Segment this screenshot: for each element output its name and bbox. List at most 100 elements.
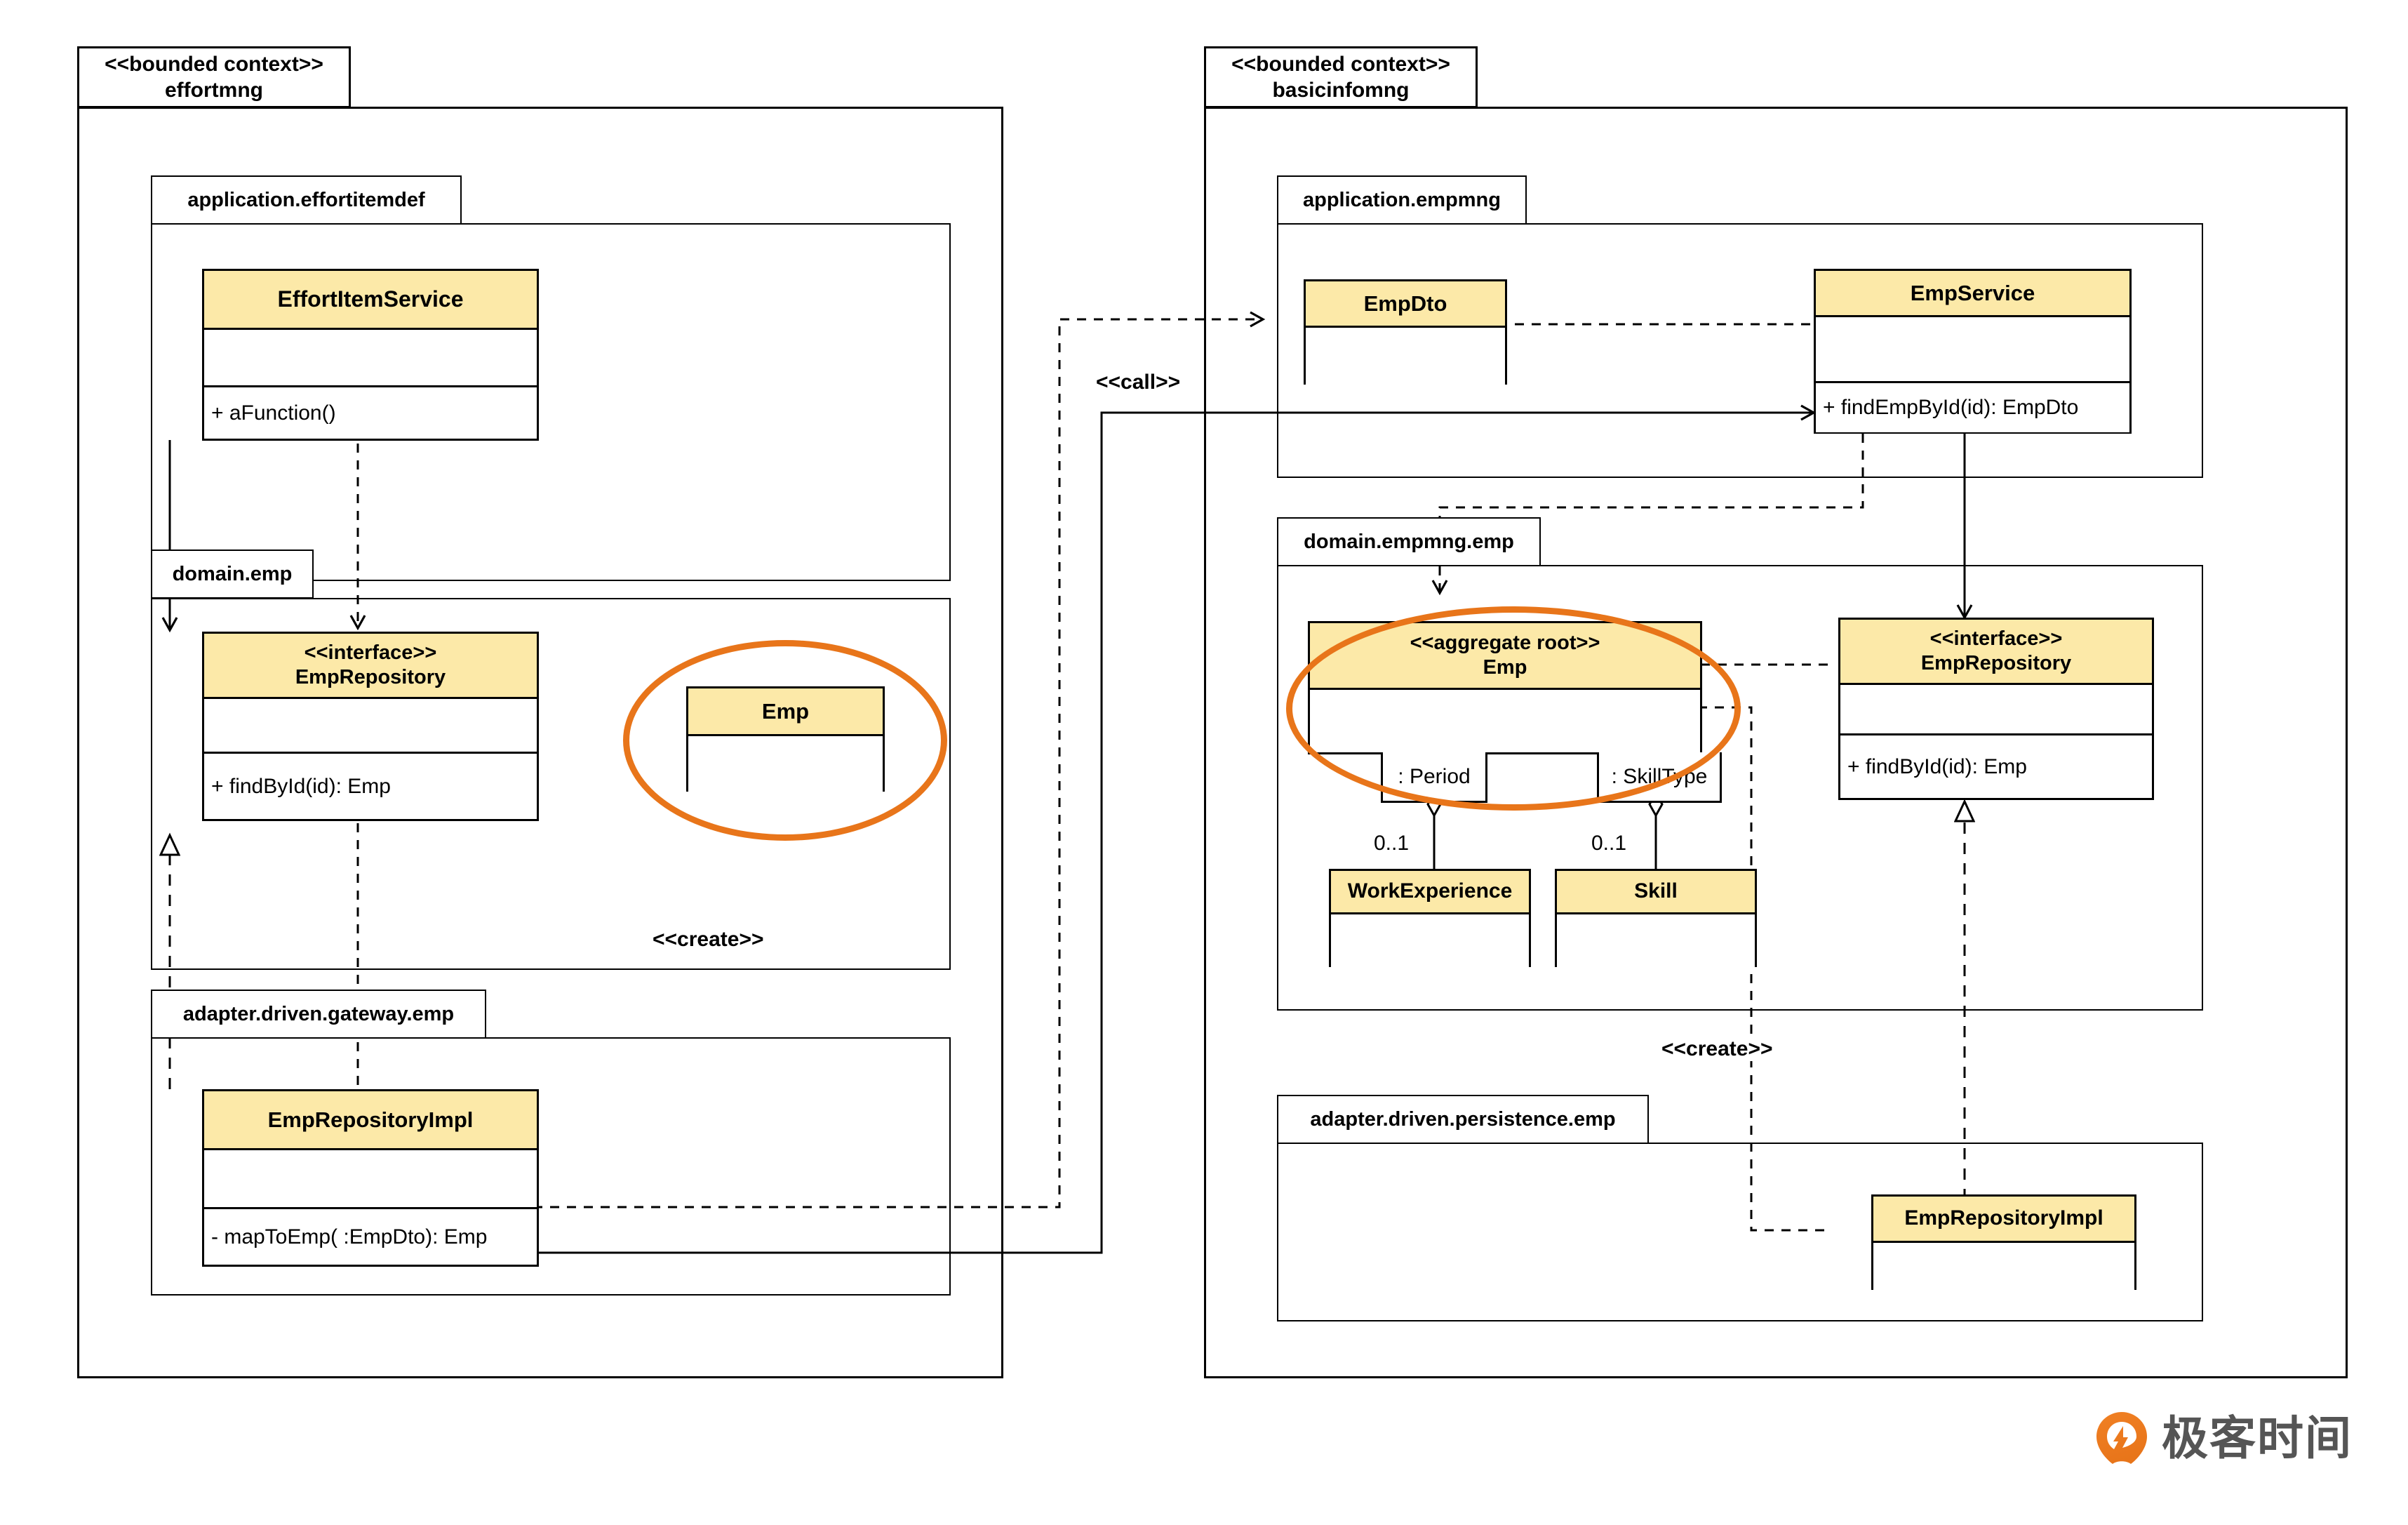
class-empservice-operation-0: + findEmpById(id): EmpDto <box>1823 396 2079 419</box>
edge-label-call: <<call>> <box>1096 371 1181 394</box>
package-adapter-driven-gateway-emp[interactable] <box>151 1037 951 1296</box>
class-emprepository-right-operation-0: + findById(id): Emp <box>1847 754 2027 778</box>
package-domain-empmng-emp-tab[interactable]: domain.empmng.emp <box>1277 517 1541 566</box>
package-application-empmng-label: application.empmng <box>1303 188 1501 211</box>
multiplicity-period-text: 0..1 <box>1374 832 1410 855</box>
role-box-period-label: : Period <box>1398 764 1471 788</box>
class-empservice-header: EmpService <box>1816 271 2129 317</box>
class-emprepository-right-header: <<interface>> EmpRepository <box>1840 620 2152 685</box>
class-emprepository-left-operations: + findById(id): Emp <box>204 754 537 819</box>
class-emprepositoryimpl-left-attributes <box>204 1150 537 1209</box>
geektime-logo-text: 极客时间 <box>2162 1412 2353 1464</box>
class-emprepository-right-stereotype: <<interface>> <box>1929 627 2063 650</box>
class-emp-left-attributes <box>688 736 883 792</box>
bounded-context-basicinfomng[interactable] <box>1204 107 2348 1378</box>
class-workexperience[interactable]: WorkExperience <box>1329 869 1531 967</box>
class-skill-attributes <box>1557 914 1755 967</box>
class-emprepository-left-operation-0: + findById(id): Emp <box>211 774 391 798</box>
class-effortitemservice[interactable]: EffortItemService + aFunction() <box>202 269 539 441</box>
package-adapter-driven-persistence-emp-tab[interactable]: adapter.driven.persistence.emp <box>1277 1095 1649 1144</box>
class-emprepositoryimpl-left[interactable]: EmpRepositoryImpl - mapToEmp( :EmpDto): … <box>202 1089 539 1267</box>
class-emprepository-right-operations: + findById(id): Emp <box>1840 735 2152 798</box>
class-emprepositoryimpl-left-operations: - mapToEmp( :EmpDto): Emp <box>204 1209 537 1265</box>
class-emp-aggregate-root-stereotype: <<aggregate root>> <box>1410 631 1600 654</box>
geektime-logo-mark <box>2094 1411 2149 1465</box>
class-empservice-attributes <box>1816 317 2129 383</box>
class-effortitemservice-name: EffortItemService <box>277 286 464 312</box>
bounded-context-basicinfomng-stereotype: <<bounded context>> <box>1231 52 1450 76</box>
bounded-context-basicinfomng-name: basicinfomng <box>1272 79 1410 102</box>
class-emp-left-header: Emp <box>688 688 883 736</box>
multiplicity-period: 0..1 <box>1374 832 1410 855</box>
package-domain-emp-tab[interactable]: domain.emp <box>151 550 314 599</box>
package-application-effortitemdef[interactable] <box>151 223 951 581</box>
bounded-context-effortmng-tab[interactable]: <<bounded context>> effortmng <box>77 46 351 108</box>
multiplicity-skilltype: 0..1 <box>1591 832 1627 855</box>
class-emprepositoryimpl-left-header: EmpRepositoryImpl <box>204 1091 537 1150</box>
class-effortitemservice-operation-0: + aFunction() <box>211 401 336 425</box>
edge-label-create-left-text: <<create>> <box>653 928 764 951</box>
class-workexperience-header: WorkExperience <box>1331 871 1529 914</box>
class-emprepositoryimpl-right-attributes <box>1873 1243 2134 1290</box>
bounded-context-effortmng[interactable] <box>77 107 1003 1378</box>
role-box-skilltype[interactable]: : SkillType <box>1597 752 1722 803</box>
multiplicity-skilltype-text: 0..1 <box>1591 832 1627 855</box>
role-box-skilltype-label: : SkillType <box>1611 764 1708 788</box>
class-workexperience-attributes <box>1331 914 1529 967</box>
class-empdto-name: EmpDto <box>1363 291 1447 316</box>
package-application-effortitemdef-tab[interactable]: application.effortitemdef <box>151 175 462 225</box>
class-emprepository-left-stereotype: <<interface>> <box>304 641 437 664</box>
package-domain-emp[interactable] <box>151 598 951 970</box>
package-adapter-driven-persistence-emp[interactable] <box>1277 1143 2203 1321</box>
package-domain-empmng-emp[interactable] <box>1277 565 2203 1011</box>
bounded-context-basicinfomng-tab[interactable]: <<bounded context>> basicinfomng <box>1204 46 1478 108</box>
class-emprepositoryimpl-right-name: EmpRepositoryImpl <box>1904 1206 2103 1230</box>
class-skill-header: Skill <box>1557 871 1755 914</box>
class-effortitemservice-attributes <box>204 330 537 387</box>
class-emp-aggregate-root[interactable]: <<aggregate root>> Emp <box>1308 621 1702 754</box>
class-emprepository-left-attributes <box>204 699 537 754</box>
package-application-empmng[interactable] <box>1277 223 2203 478</box>
class-empdto[interactable]: EmpDto <box>1304 279 1507 385</box>
bounded-context-effortmng-stereotype: <<bounded context>> <box>105 52 323 76</box>
edge-label-create-right-text: <<create>> <box>1661 1037 1773 1060</box>
class-emprepository-right-name: EmpRepository <box>1920 652 2072 674</box>
class-emprepositoryimpl-right-header: EmpRepositoryImpl <box>1873 1197 2134 1243</box>
class-emprepository-left[interactable]: <<interface>> EmpRepository + findById(i… <box>202 632 539 821</box>
edge-emprepositoryimpl-calls-empservice <box>247 404 1817 1254</box>
class-emprepositoryimpl-left-name: EmpRepositoryImpl <box>267 1107 474 1132</box>
class-skill-name: Skill <box>1634 879 1678 903</box>
role-box-period[interactable]: : Period <box>1381 752 1487 803</box>
edge-label-create-right: <<create>> <box>1661 1037 1773 1061</box>
class-workexperience-name: WorkExperience <box>1347 879 1513 903</box>
class-emp-aggregate-root-header: <<aggregate root>> Emp <box>1310 623 1700 690</box>
class-emp-aggregate-root-attributes <box>1310 690 1700 752</box>
bounded-context-effortmng-name: effortmng <box>165 79 263 102</box>
class-emprepositoryimpl-left-operation-0: - mapToEmp( :EmpDto): Emp <box>211 1225 488 1248</box>
package-application-empmng-tab[interactable]: application.empmng <box>1277 175 1527 225</box>
edge-label-call-text: <<call>> <box>1096 371 1181 394</box>
class-empdto-header: EmpDto <box>1306 281 1505 328</box>
class-emp-aggregate-root-name: Emp <box>1483 656 1527 679</box>
class-skill[interactable]: Skill <box>1555 869 1757 967</box>
class-emprepository-right[interactable]: <<interface>> EmpRepository + findById(i… <box>1838 618 2154 800</box>
edge-emprepositoryimpl-to-empdto <box>247 311 1266 1208</box>
class-effortitemservice-operations: + aFunction() <box>204 387 537 439</box>
class-emprepository-left-name: EmpRepository <box>295 666 446 688</box>
class-emprepository-left-header: <<interface>> EmpRepository <box>204 634 537 699</box>
class-effortitemservice-header: EffortItemService <box>204 271 537 330</box>
package-domain-empmng-emp-label: domain.empmng.emp <box>1304 530 1514 553</box>
package-adapter-driven-persistence-emp-label: adapter.driven.persistence.emp <box>1310 1107 1616 1131</box>
class-empservice[interactable]: EmpService + findEmpById(id): EmpDto <box>1814 269 2132 434</box>
class-emprepositoryimpl-right[interactable]: EmpRepositoryImpl <box>1871 1194 2136 1290</box>
class-emp-left-name: Emp <box>761 698 810 724</box>
package-domain-emp-label: domain.emp <box>172 562 293 585</box>
class-empservice-name: EmpService <box>1910 280 2035 305</box>
package-adapter-driven-gateway-emp-label: adapter.driven.gateway.emp <box>182 1002 455 1025</box>
package-adapter-driven-gateway-emp-tab[interactable]: adapter.driven.gateway.emp <box>151 990 486 1039</box>
class-emp-left[interactable]: Emp <box>686 686 885 792</box>
class-empdto-attributes <box>1306 328 1505 385</box>
class-emprepository-right-attributes <box>1840 685 2152 735</box>
class-empservice-operations: + findEmpById(id): EmpDto <box>1816 383 2129 432</box>
